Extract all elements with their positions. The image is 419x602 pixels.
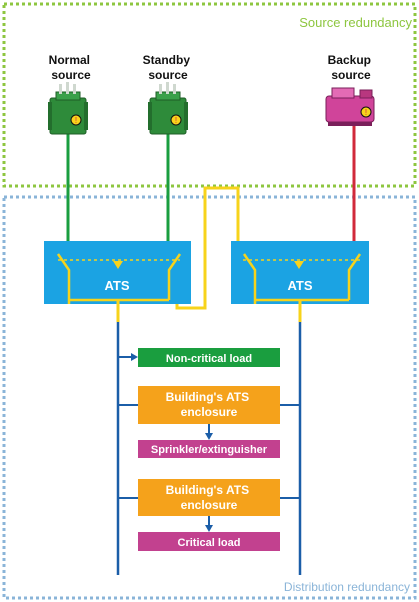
- standby-source-label: Standby source: [143, 53, 194, 82]
- arrow-right-icon: [131, 353, 138, 361]
- critical-load-box: [138, 532, 280, 551]
- building-ats-enclosure-1-line1: Building's ATS: [166, 390, 250, 404]
- distribution-redundancy-title: Distribution redundancy: [284, 580, 410, 594]
- standby-source-label-line2: source: [148, 68, 188, 82]
- source-redundancy-zone: [2, 2, 417, 188]
- backup-source-label: Backup source: [328, 53, 375, 82]
- sprinkler-label: Sprinkler/extinguisher: [151, 444, 268, 456]
- normal-source-label: Normal source: [49, 53, 94, 82]
- ats-left: ATS: [44, 241, 191, 304]
- sprinkler-box: [138, 440, 280, 458]
- ats-right-label: ATS: [287, 278, 312, 293]
- normal-source-label-line2: source: [51, 68, 91, 82]
- standby-source-label-line1: Standby: [143, 53, 191, 67]
- building-ats-enclosure-1-line2: enclosure: [181, 405, 238, 419]
- generator-icon: !: [325, 87, 375, 126]
- ats-right: ATS: [231, 241, 369, 304]
- normal-source-label-line1: Normal: [49, 53, 90, 67]
- arrow-down-icon: [205, 433, 213, 440]
- backup-source-label-line1: Backup: [328, 53, 371, 67]
- distribution-redundancy-zone: [2, 195, 417, 600]
- svg-text:!: !: [365, 108, 367, 117]
- ats-crosslink-line: [175, 186, 240, 310]
- backup-source-label-line2: source: [331, 68, 371, 82]
- building-ats-enclosure-1-label: Building's ATS enclosure: [166, 390, 253, 419]
- transformer-icon: !: [148, 82, 188, 135]
- building-ats-enclosure-2: [138, 479, 280, 516]
- svg-text:!: !: [175, 116, 177, 125]
- arrow-down-icon: [205, 525, 213, 532]
- transformer-icon: !: [48, 82, 88, 135]
- building-ats-enclosure-1: [138, 386, 280, 424]
- svg-text:!: !: [75, 116, 77, 125]
- building-ats-enclosure-2-label: Building's ATS enclosure: [166, 483, 253, 512]
- noncritical-load-box: [138, 348, 280, 367]
- ats-left-label: ATS: [104, 278, 129, 293]
- noncritical-load-label: Non-critical load: [166, 353, 252, 365]
- source-redundancy-title: Source redundancy: [299, 15, 412, 30]
- building-ats-enclosure-2-line1: Building's ATS: [166, 483, 250, 497]
- building-ats-enclosure-2-line2: enclosure: [181, 498, 238, 512]
- critical-load-label: Critical load: [178, 537, 241, 549]
